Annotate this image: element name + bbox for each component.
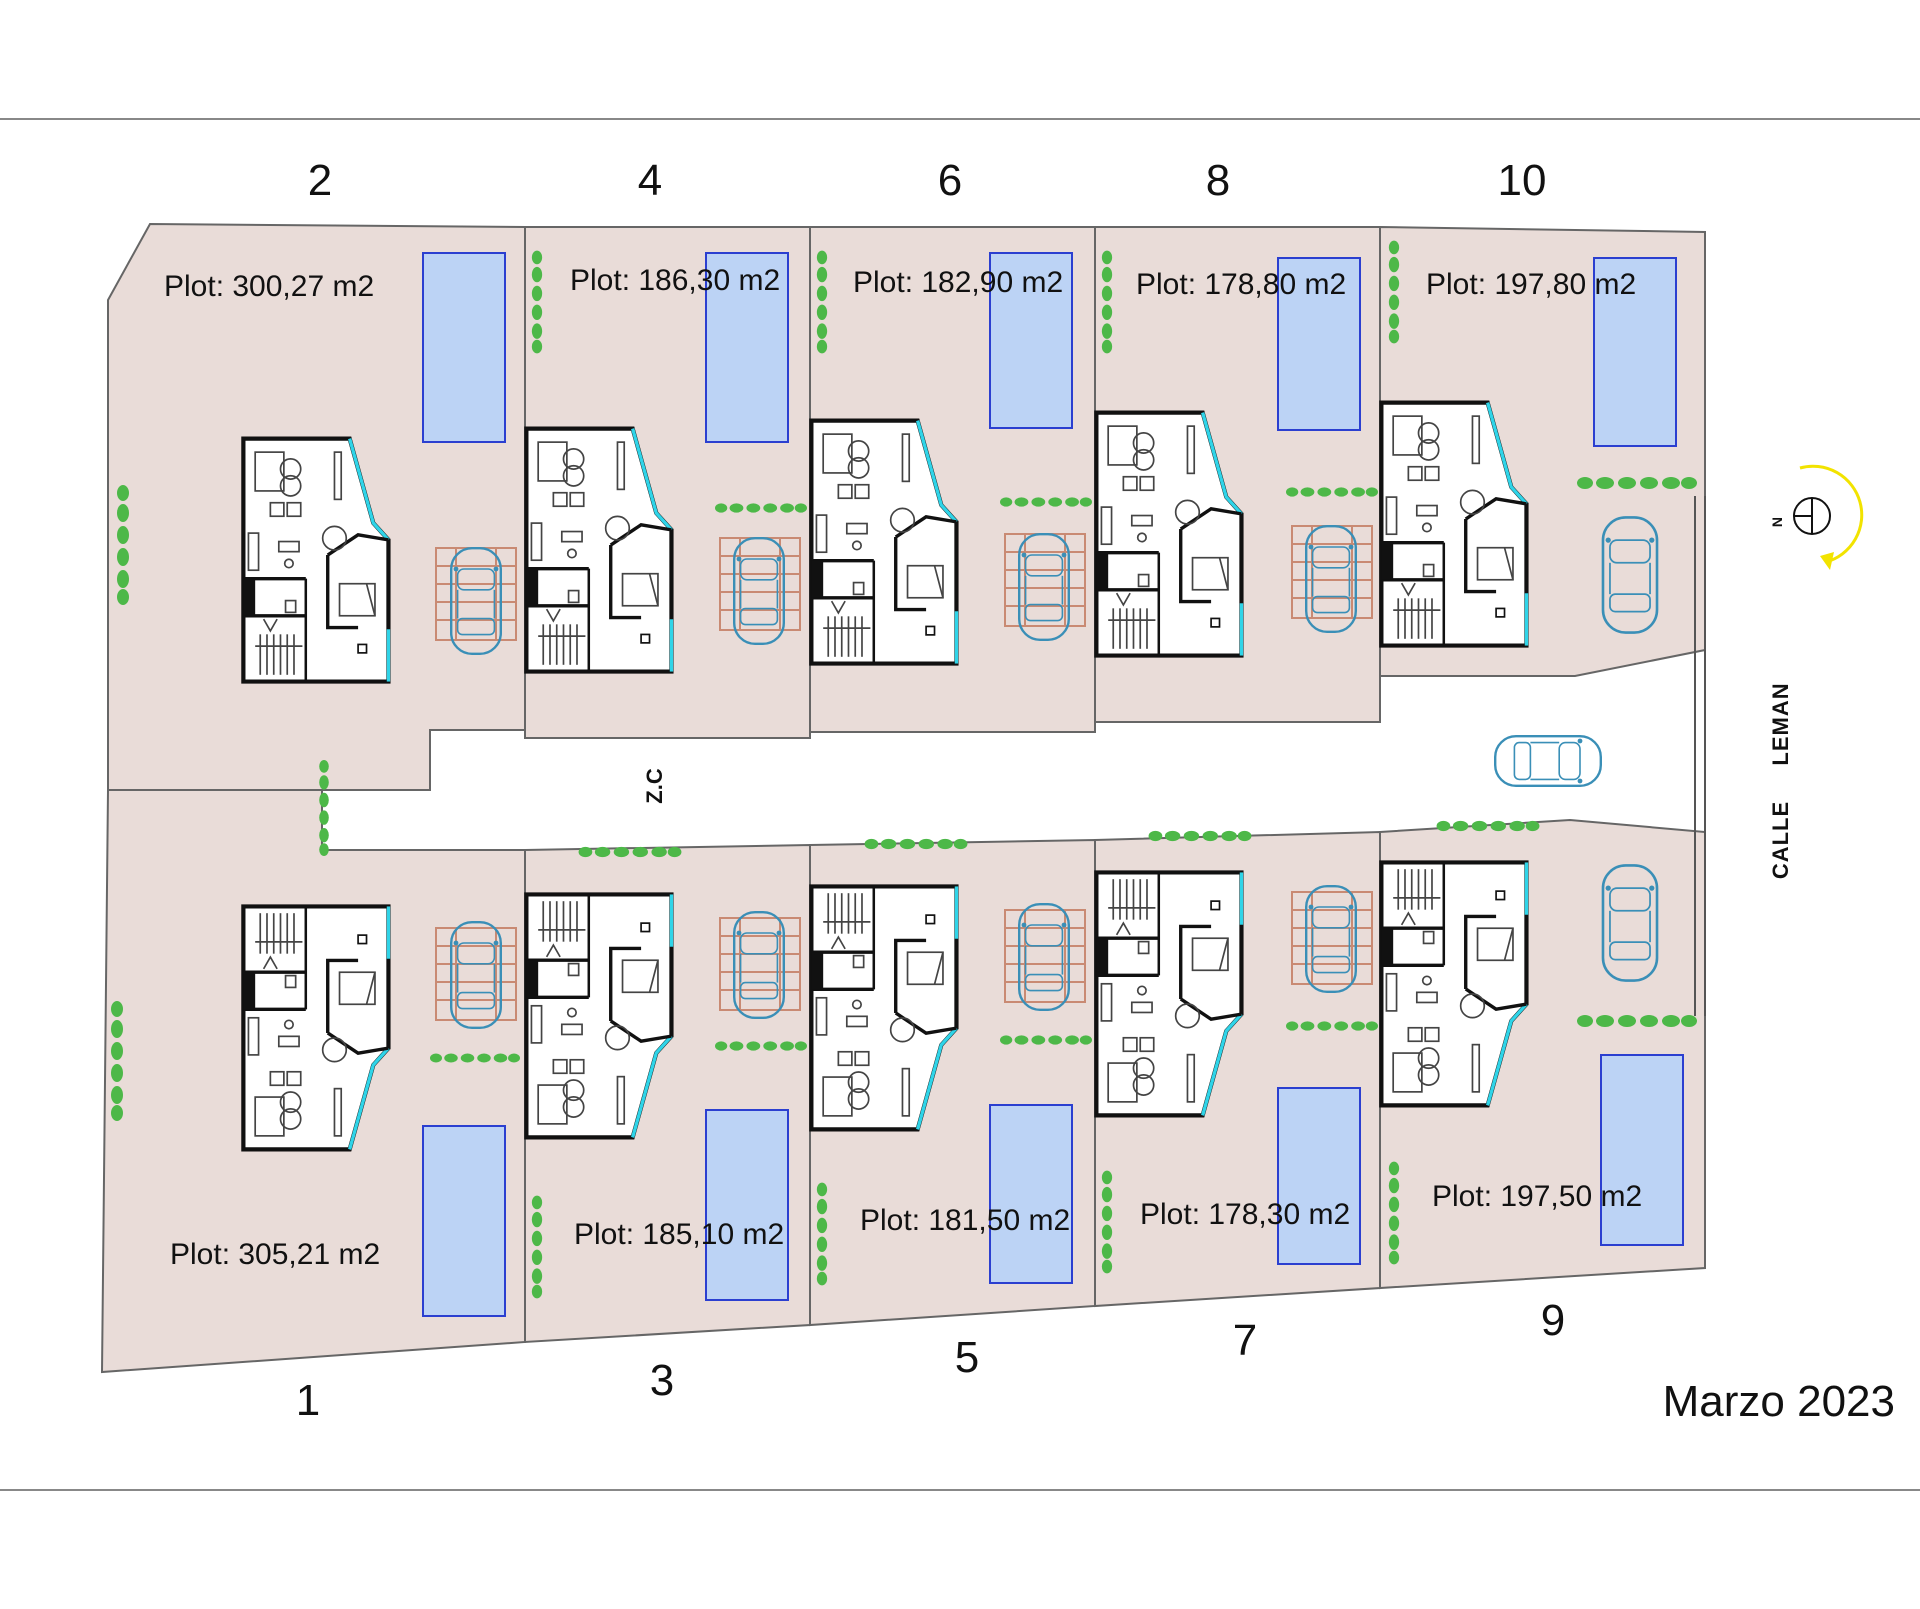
common-zone-label: Z.C bbox=[642, 768, 667, 804]
lot-4 bbox=[525, 226, 811, 739]
lot-number-2: 2 bbox=[308, 156, 332, 205]
plot-area-4: Plot: 186,30 m2 bbox=[570, 264, 780, 297]
plot-area-2: Plot: 300,27 m2 bbox=[164, 270, 374, 303]
lot-number-7: 7 bbox=[1233, 1316, 1257, 1365]
street-label-calle: CALLE bbox=[1768, 801, 1793, 879]
plot-area-5: Plot: 181,50 m2 bbox=[860, 1204, 1070, 1237]
lot-10 bbox=[1380, 225, 1706, 677]
lot-7 bbox=[1095, 830, 1381, 1308]
lot-5 bbox=[810, 838, 1096, 1327]
lot-number-9: 9 bbox=[1541, 1296, 1565, 1345]
lot-number-6: 6 bbox=[938, 156, 962, 205]
lot-3 bbox=[525, 843, 811, 1344]
lot-number-1: 1 bbox=[296, 1376, 320, 1425]
plot-area-7: Plot: 178,30 m2 bbox=[1140, 1198, 1350, 1231]
lot-6 bbox=[810, 226, 1096, 733]
plot-area-10: Plot: 197,80 m2 bbox=[1426, 268, 1636, 301]
north-label: N bbox=[1769, 517, 1785, 527]
lot-number-5: 5 bbox=[955, 1333, 979, 1382]
lot-1 bbox=[100, 760, 526, 1374]
street-label-leman: LEMAN bbox=[1768, 682, 1793, 765]
street-edge bbox=[1694, 496, 1706, 1016]
road-car bbox=[1493, 734, 1603, 788]
plot-area-8: Plot: 178,80 m2 bbox=[1136, 268, 1346, 301]
lot-9 bbox=[1380, 818, 1706, 1290]
lot-number-4: 4 bbox=[638, 156, 662, 205]
plot-area-6: Plot: 182,90 m2 bbox=[853, 266, 1063, 299]
plot-area-3: Plot: 185,10 m2 bbox=[574, 1218, 784, 1251]
lot-number-10: 10 bbox=[1498, 156, 1547, 205]
north-compass bbox=[1793, 464, 1864, 570]
plot-area-1: Plot: 305,21 m2 bbox=[170, 1238, 380, 1271]
lot-number-3: 3 bbox=[650, 1356, 674, 1405]
lot-number-8: 8 bbox=[1206, 156, 1230, 205]
lot-8 bbox=[1095, 226, 1381, 723]
lot-2 bbox=[107, 222, 526, 791]
date-label: Marzo 2023 bbox=[1663, 1377, 1895, 1426]
plot-area-9: Plot: 197,50 m2 bbox=[1432, 1180, 1642, 1213]
